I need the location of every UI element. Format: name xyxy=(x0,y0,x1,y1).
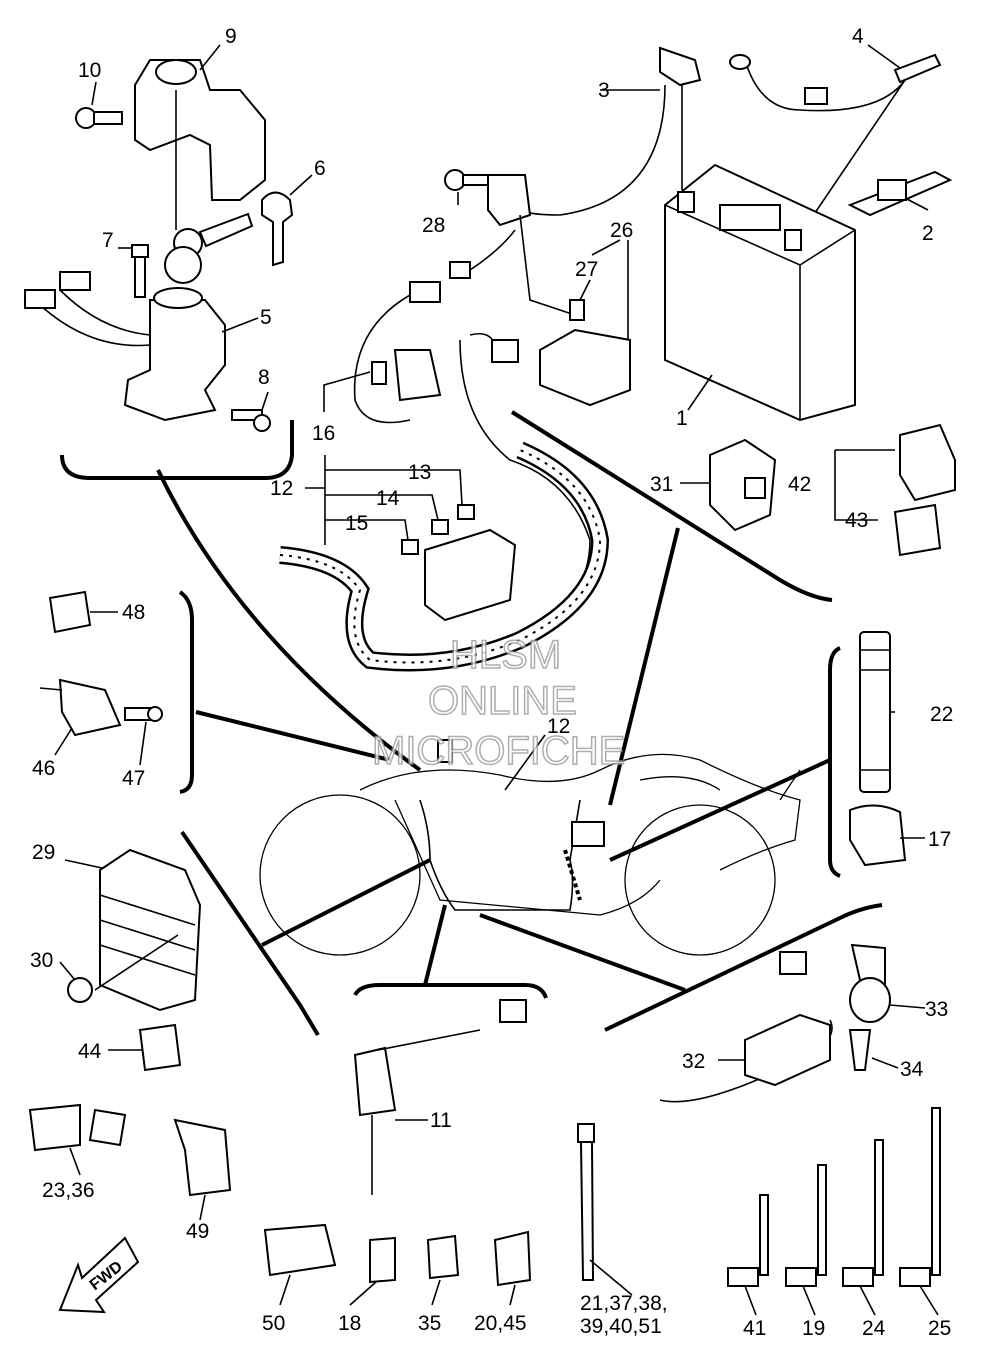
screws-7-8 xyxy=(131,244,271,432)
battery-1 xyxy=(664,163,856,422)
clamps-bottom xyxy=(28,1103,532,1287)
callout-5: 5 xyxy=(260,306,272,329)
callout-19: 19 xyxy=(802,1317,825,1340)
battery-cable-3 xyxy=(519,46,702,216)
motorcycle-outline xyxy=(259,739,801,956)
lead-wire-4 xyxy=(729,53,942,236)
bolt-28 xyxy=(444,169,489,191)
sensor-32-33-34 xyxy=(659,943,891,1103)
watermark-line-2: ONLINE xyxy=(428,679,577,723)
callout-31: 31 xyxy=(650,473,673,496)
ignition-bracket xyxy=(134,59,266,230)
callout-7: 7 xyxy=(102,229,114,252)
callout-13: 13 xyxy=(408,461,431,484)
starter-relay-26 xyxy=(409,174,631,407)
sensor-46-47-48 xyxy=(39,590,163,737)
watermark-line-3: MICROFICHE xyxy=(372,729,625,773)
watermark: HLSM ONLINE MICROFICHE xyxy=(371,632,626,774)
rectifier-29 xyxy=(67,848,202,1072)
callout-48: 48 xyxy=(122,601,145,624)
bolt-10 xyxy=(75,107,123,129)
callout-12-top: 12 xyxy=(270,477,293,500)
neutral-switch-11 xyxy=(353,999,527,1195)
callout-24: 24 xyxy=(862,1317,886,1340)
relay-31 xyxy=(709,438,777,532)
callout-43: 43 xyxy=(845,509,868,532)
callout-6: 6 xyxy=(314,157,326,180)
callout-1: 1 xyxy=(676,407,688,430)
callout-22: 22 xyxy=(930,703,953,726)
callout-26: 26 xyxy=(610,219,633,242)
fuse-box xyxy=(401,504,517,622)
section-frames xyxy=(60,410,883,1037)
fwd-arrow: FWD xyxy=(58,1236,140,1314)
main-switch-5 xyxy=(24,246,226,422)
callout-10: 10 xyxy=(78,59,101,82)
callout-15: 15 xyxy=(345,512,368,535)
callout-41: 41 xyxy=(743,1317,766,1340)
callout-12-bottom: 12 xyxy=(547,715,570,738)
callout-16: 16 xyxy=(312,422,335,445)
callout-leaders xyxy=(54,44,939,1316)
callout-42: 42 xyxy=(788,473,811,496)
callout-labels: 9 10 3 4 6 28 26 2 7 27 5 8 1 16 13 12 3… xyxy=(30,25,953,1340)
battery-band-2 xyxy=(847,170,953,217)
callout-18: 18 xyxy=(338,1312,361,1335)
callout-34: 34 xyxy=(900,1058,924,1081)
callout-32: 32 xyxy=(682,1050,705,1073)
bolt-22-clamp-17 xyxy=(849,631,907,867)
callout-27: 27 xyxy=(575,258,598,281)
callout-23-36: 23,36 xyxy=(42,1179,95,1202)
callout-21-37-38: 21,37,38, xyxy=(580,1292,668,1315)
callout-11: 11 xyxy=(430,1109,452,1132)
callout-46: 46 xyxy=(32,757,55,780)
callout-47: 47 xyxy=(122,767,145,790)
callout-20-45: 20,45 xyxy=(474,1312,527,1335)
watermark-line-1: HLSM xyxy=(450,633,561,677)
callout-50: 50 xyxy=(262,1312,285,1335)
callout-30: 30 xyxy=(30,949,53,972)
callout-2: 2 xyxy=(922,222,934,245)
callout-49: 49 xyxy=(186,1220,209,1243)
callout-44: 44 xyxy=(78,1040,102,1063)
callout-25: 25 xyxy=(928,1317,951,1340)
callout-3: 3 xyxy=(598,79,610,102)
callout-9: 9 xyxy=(225,25,237,48)
callout-39-40-51: 39,40,51 xyxy=(580,1315,662,1338)
callout-8: 8 xyxy=(258,366,270,389)
callout-4: 4 xyxy=(852,25,864,48)
wire-harness-12 xyxy=(279,294,610,672)
relay-42-43 xyxy=(834,423,956,557)
callout-33: 33 xyxy=(925,998,948,1021)
callout-17: 17 xyxy=(928,828,951,851)
callout-29: 29 xyxy=(32,841,55,864)
callout-28: 28 xyxy=(422,214,445,237)
cable-ties xyxy=(577,1107,941,1287)
callout-35: 35 xyxy=(418,1312,441,1335)
callout-14: 14 xyxy=(376,487,400,510)
